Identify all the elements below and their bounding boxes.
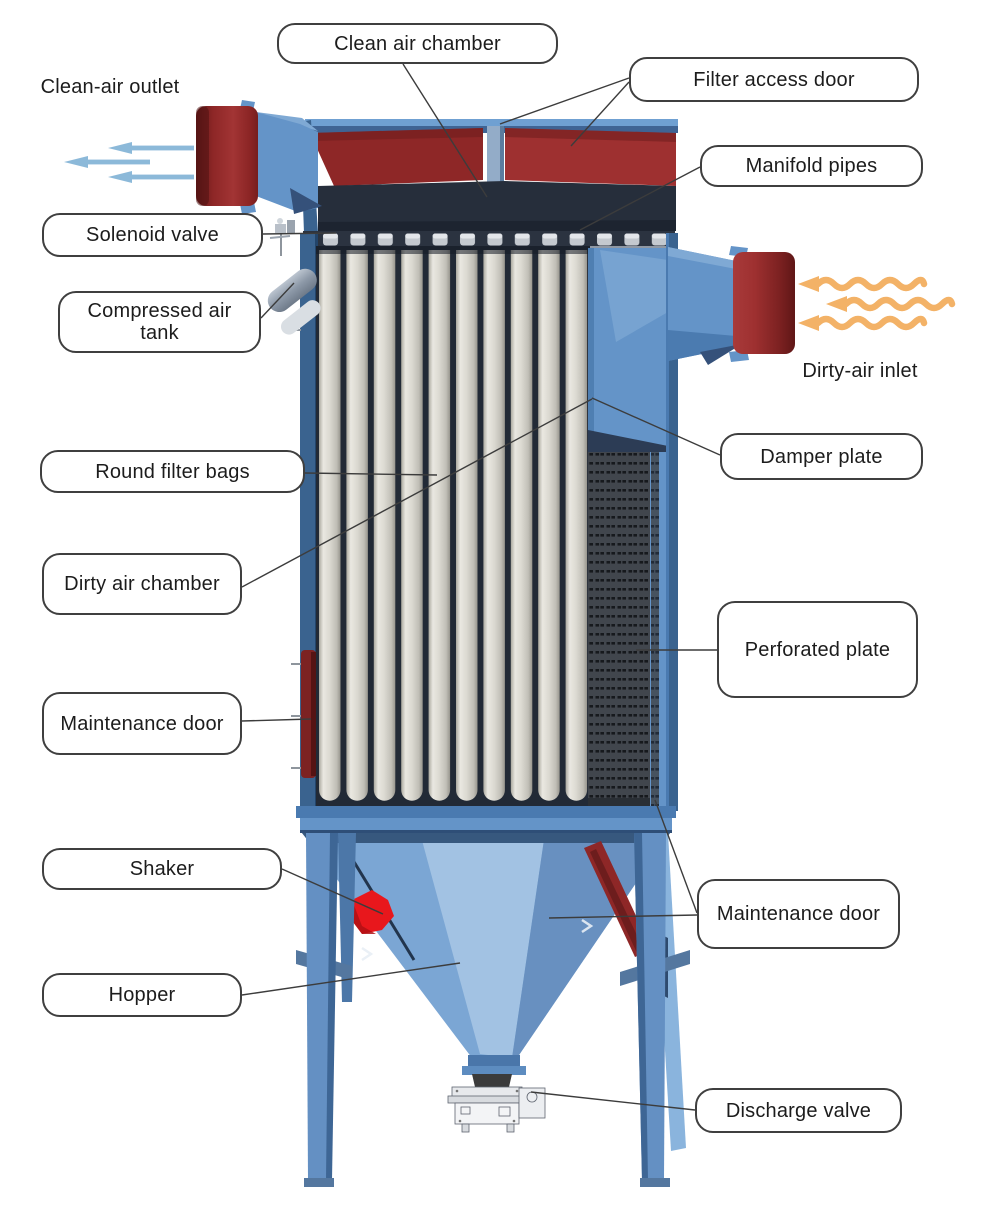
callout-dirty-air-chamber: Dirty air chamber bbox=[42, 553, 242, 615]
callout-clean-air-chamber: Clean air chamber bbox=[277, 23, 558, 64]
left-maintenance-door-graphic bbox=[291, 650, 316, 778]
clean-air-chamber-interior bbox=[318, 181, 676, 233]
door-divider-post bbox=[487, 126, 504, 196]
callout-solenoid-valve: Solenoid valve bbox=[42, 213, 263, 257]
dirty-air-inlet-duct bbox=[668, 246, 795, 365]
callout-perforated-plate: Perforated plate bbox=[717, 601, 918, 698]
right-wall bbox=[666, 233, 678, 811]
dirty-air-flow-arrows-icon bbox=[798, 276, 952, 331]
callout-maintenance-door-left: Maintenance door bbox=[42, 692, 242, 755]
legs bbox=[296, 833, 690, 1187]
label-dirty-air-inlet: Dirty-air inlet bbox=[802, 360, 918, 382]
hopper-graphic bbox=[296, 806, 676, 1058]
clean-air-flow-arrows-icon bbox=[64, 142, 194, 183]
solenoid-valve-hardware bbox=[269, 218, 295, 256]
compressed-air-tank-graphic bbox=[267, 268, 321, 335]
callout-manifold-pipes: Manifold pipes bbox=[700, 145, 923, 187]
callout-maintenance-door-right: Maintenance door bbox=[697, 879, 900, 949]
filter-access-door-left-graphic bbox=[310, 128, 483, 186]
callout-compressed-air-tank: Compressed air tank bbox=[58, 291, 261, 353]
callout-damper-plate: Damper plate bbox=[720, 433, 923, 480]
leader-lines bbox=[241, 63, 721, 1111]
perforated-plate-graphic bbox=[588, 452, 668, 808]
callout-discharge-valve: Discharge valve bbox=[695, 1088, 902, 1133]
left-wall bbox=[290, 233, 318, 811]
right-maintenance-door-graphic bbox=[584, 841, 652, 957]
filter-bags bbox=[316, 246, 590, 810]
callout-shaker: Shaker bbox=[42, 848, 282, 890]
damper-funnel bbox=[588, 248, 668, 452]
discharge-valve-graphic bbox=[447, 1055, 546, 1133]
top-assembly bbox=[300, 119, 678, 233]
filter-access-door-right-graphic bbox=[505, 128, 676, 186]
callout-hopper: Hopper bbox=[42, 973, 242, 1017]
callout-filter-access-door: Filter access door bbox=[629, 57, 919, 102]
callout-round-filter-bags: Round filter bags bbox=[40, 450, 305, 493]
label-clean-air-outlet: Clean-air outlet bbox=[40, 76, 180, 98]
clean-air-outlet-duct bbox=[196, 100, 322, 214]
